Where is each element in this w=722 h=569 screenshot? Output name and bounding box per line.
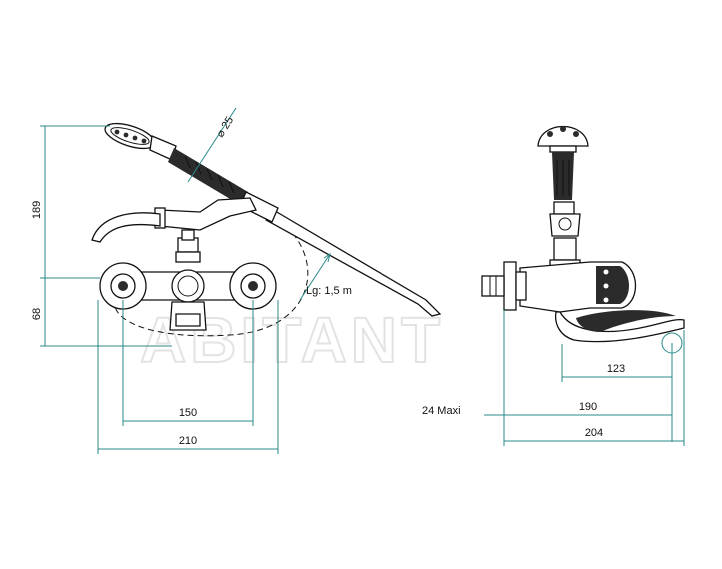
dim-shower-diameter: ⌀ 25: [214, 115, 236, 140]
spout-arm: [265, 207, 442, 317]
dim-hose-length: Lg: 1,5 m: [306, 285, 352, 297]
side-spout-lever: [576, 310, 676, 332]
dim-centers: 150: [179, 407, 197, 419]
side-view: 123 24 Maxi 190 204: [422, 125, 685, 446]
dim-height-total: 189: [31, 201, 43, 219]
hand-shower: [104, 122, 279, 223]
right-handle: [229, 262, 277, 310]
front-dimensions: [40, 107, 331, 454]
dim-width: 210: [179, 435, 197, 447]
dim-wall-adjust: 24 Maxi: [422, 405, 461, 417]
shower-grip: [168, 148, 248, 206]
dim-projection: 190: [579, 401, 597, 413]
dim-total-depth: 204: [585, 427, 603, 439]
bath-spout: [91, 212, 161, 243]
shower-bracket: [159, 197, 257, 231]
front-view: 189 68 150 210 ⌀ 25 Lg: 1,5 m: [31, 107, 442, 454]
dim-spout-reach: 123: [607, 363, 625, 375]
side-dimensions: [484, 310, 685, 446]
side-spout: [554, 311, 685, 343]
hose-loop: [114, 213, 309, 337]
dim-height-lower: 68: [31, 308, 43, 320]
